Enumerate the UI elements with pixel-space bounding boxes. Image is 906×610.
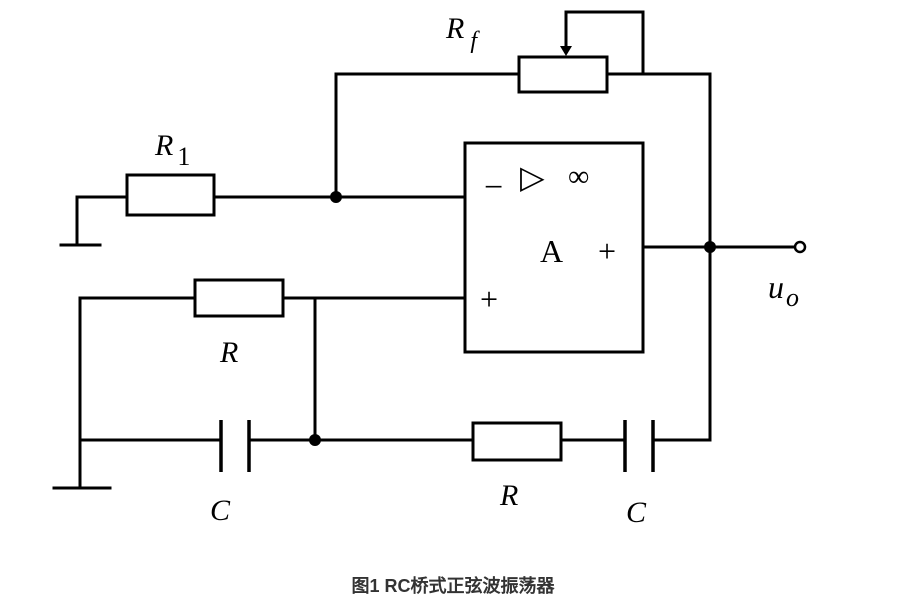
opamp-infinity-icon: ∞ (568, 160, 589, 193)
opamp-output-sign: + (598, 233, 616, 269)
junction-output (704, 241, 716, 253)
opamp-noninverting-sign: + (480, 281, 498, 317)
rf-wiper-loop (564, 10, 645, 76)
c-series-label: C (626, 496, 647, 529)
opamp-gain-label: A (540, 233, 563, 269)
junction-bottom (309, 434, 321, 446)
opamp-block (463, 141, 645, 354)
r1-ground-wire (75, 195, 129, 247)
output-label: uo (768, 269, 799, 312)
junction-inverting (330, 191, 342, 203)
rf-wiper-arrow-icon (560, 46, 572, 56)
r-series-resistor (471, 421, 563, 462)
opamp-inverting-sign: − (484, 169, 503, 206)
rf-resistor (517, 55, 609, 94)
figure-caption: 图1 RC桥式正弦波振荡器 (351, 576, 555, 596)
r1-resistor (125, 173, 216, 217)
opamp-triangle-icon: ▷ (520, 159, 545, 195)
r-shunt-resistor (193, 278, 285, 318)
feedback-wire-left (334, 72, 521, 199)
output-terminal (793, 240, 807, 254)
r-series-label: R (499, 479, 518, 512)
c-shunt-label: C (210, 494, 231, 527)
r-shunt-label: R (219, 336, 238, 369)
shunt-left-wire (78, 296, 197, 490)
